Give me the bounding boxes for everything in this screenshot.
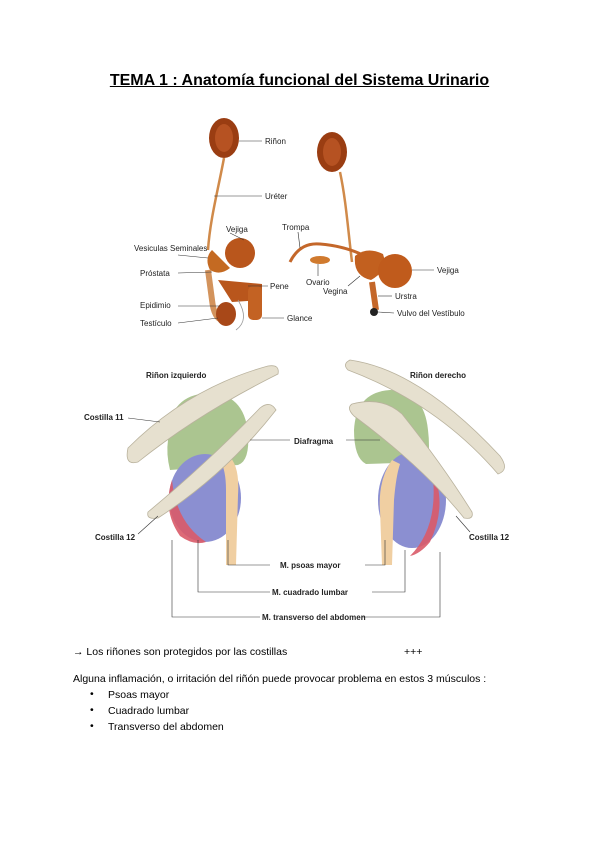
female-urinary-illustration: [288, 132, 412, 316]
label-testiculo: Testículo: [140, 319, 172, 328]
list-item: Psoas mayor: [90, 688, 224, 705]
label-vejiga-male: Vejiga: [226, 225, 248, 234]
label-glance: Glance: [287, 314, 313, 323]
label-vesiculas: Vesiculas Seminales: [134, 244, 207, 253]
ribs-protection-text: Los riñones son protegidos por las costi…: [86, 646, 288, 658]
kidney-left-illustration: [126, 365, 279, 565]
label-vulvo: Vulvo del Vestíbulo: [397, 309, 465, 318]
label-transverso: M. transverso del abdomen: [262, 613, 366, 622]
list-item: Cuadrado lumbar: [90, 704, 224, 721]
male-urinary-leaders: [177, 140, 284, 324]
label-trompa: Trompa: [282, 223, 310, 232]
muscle-list: Psoas mayor Cuadrado lumbar Transverso d…: [90, 688, 224, 737]
label-ovario: Ovario: [306, 278, 330, 287]
label-vegina: Vegina: [323, 287, 348, 296]
male-urinary-labels: Riñon Uréter Vejiga Vesiculas Seminales …: [134, 137, 313, 328]
label-urstra: Urstra: [395, 292, 417, 301]
label-vejiga-female: Vejiga: [437, 266, 459, 275]
female-urinary-leaders: [297, 231, 434, 314]
label-diafragma: Diafragma: [294, 437, 334, 446]
ribs-protection-line: → Los riñones son protegidos por las cos…: [73, 646, 287, 658]
label-costilla-12-left: Costilla 12: [95, 533, 136, 542]
arrow-icon: →: [73, 646, 84, 658]
label-cuadrado: M. cuadrado lumbar: [272, 588, 348, 597]
label-rinon: Riñon: [265, 137, 286, 146]
label-costilla-11: Costilla 11: [84, 413, 124, 422]
label-costilla-12-right: Costilla 12: [469, 533, 510, 542]
inflammation-text: Alguna inflamación, o irritación del riñ…: [73, 673, 487, 685]
label-epidimio: Epidimio: [140, 301, 171, 310]
label-psoas: M. psoas mayor: [280, 561, 340, 570]
label-prostata: Próstata: [140, 269, 170, 278]
kidney-labels: Riñon izquierdo Riñon derecho Costilla 1…: [84, 371, 510, 622]
list-item: Transverso del abdomen: [90, 720, 224, 737]
label-ureter: Uréter: [265, 192, 288, 201]
kidney-leaders: [127, 417, 471, 618]
female-urinary-labels: Trompa Ovario Vegina Vejiga Urstra Vulvo…: [282, 223, 465, 318]
plus-marks: +++: [404, 646, 423, 658]
page-title: TEMA 1 : Anatomía funcional del Sistema …: [109, 72, 490, 89]
label-rinon-izquierdo: Riñon izquierdo: [146, 371, 207, 380]
kidney-right-illustration: [345, 359, 505, 565]
label-rinon-derecho: Riñon derecho: [410, 371, 466, 380]
label-pene: Pene: [270, 282, 289, 291]
male-urinary-illustration: [205, 118, 262, 331]
